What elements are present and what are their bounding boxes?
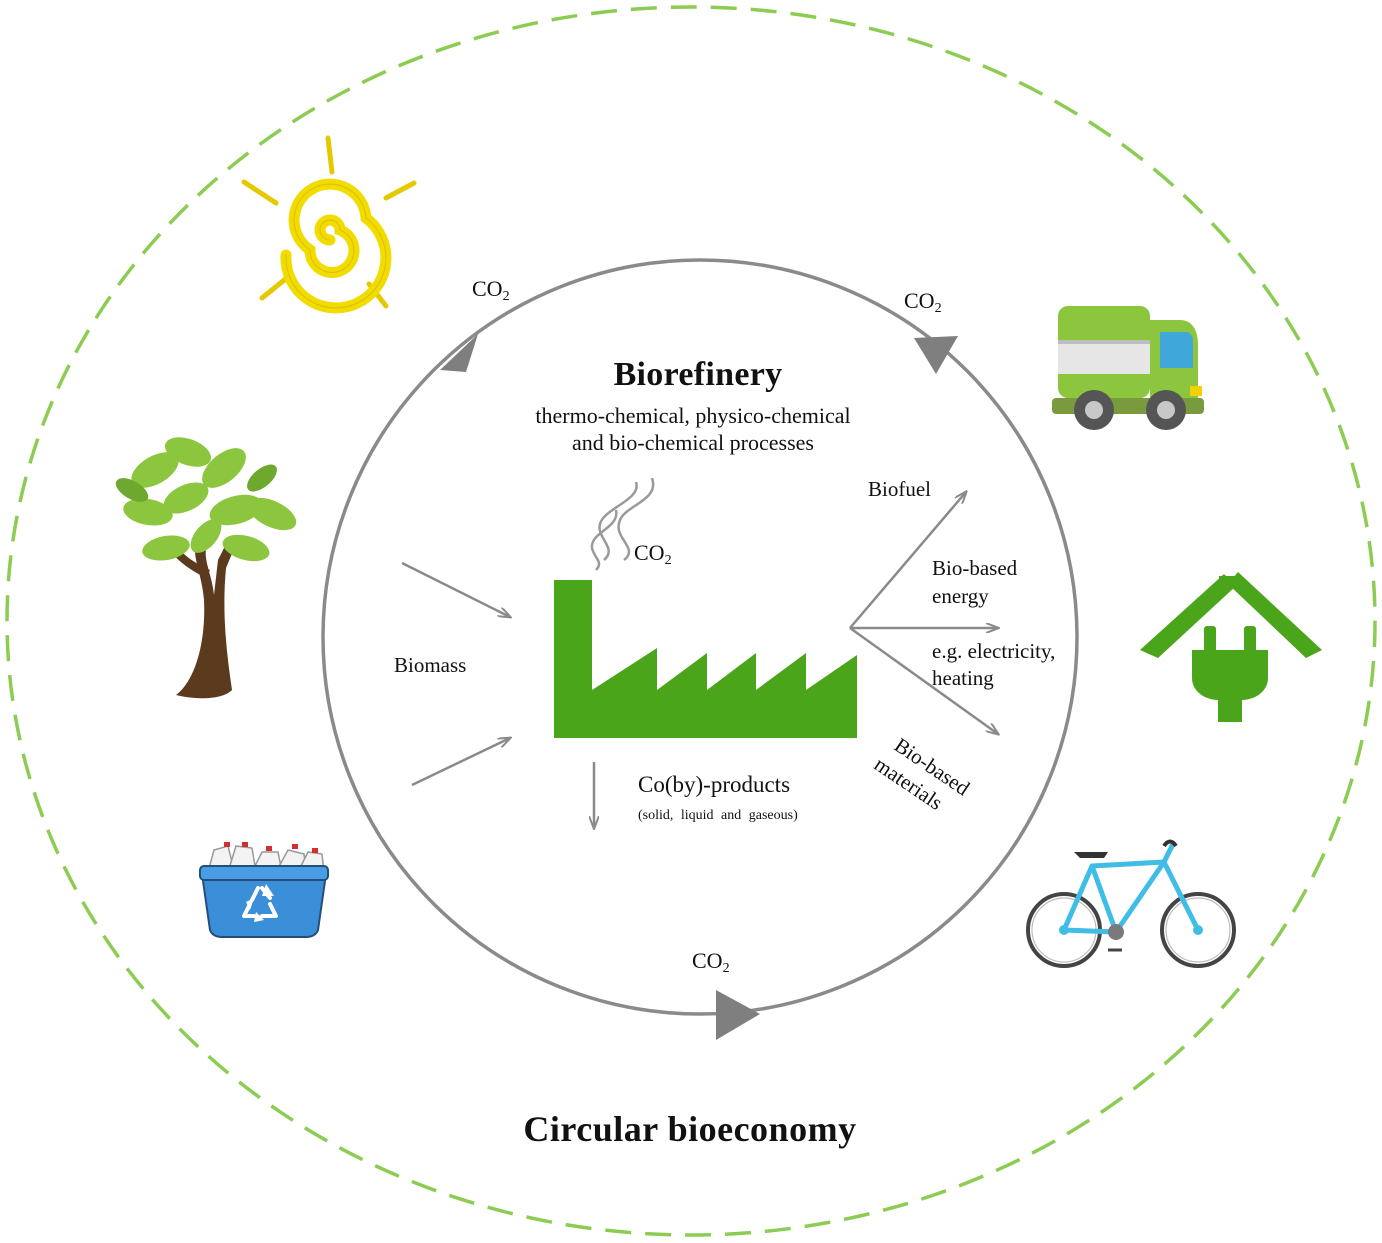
recycle-bin-icon (199, 842, 329, 938)
biofuel-label: Biofuel (868, 477, 931, 501)
smoke-icon (590, 477, 655, 571)
biorefinery-subtitle-line2: and bio-chemical processes (572, 430, 814, 455)
electricity-label-line2: heating (932, 666, 994, 690)
biomass-arrow-lower (411, 738, 510, 787)
truck-icon (1052, 306, 1204, 430)
biorefinery-title: Biorefinery (613, 356, 783, 393)
sun-icon (241, 135, 417, 314)
co2-label-top-right: CO2 (904, 288, 942, 316)
co2-label-top-left: CO2 (472, 276, 510, 304)
co2-label-factory: CO2 (634, 540, 672, 568)
cycle-arrow-bottom (716, 990, 760, 1040)
biorefinery-subtitle-line1: thermo-chemical, physico-chemical (535, 403, 851, 428)
tree-icon (115, 437, 297, 699)
bicycle-icon (1026, 839, 1236, 968)
co2-label-bottom: CO2 (692, 948, 730, 976)
materials-arrow (849, 626, 998, 734)
carbon-cycle-ring (321, 258, 1079, 1016)
outer-dashed-ring (5, 5, 1377, 1237)
biomass-label: Biomass (394, 653, 467, 677)
factory-icon (554, 580, 857, 738)
bio-energy-label-line2: energy (932, 584, 989, 608)
circular-bioeconomy-title: Circular bioeconomy (523, 1109, 857, 1149)
cycle-arrow-top-left (440, 334, 478, 372)
cycle-arrow-top-right (914, 336, 958, 374)
electricity-label-line1: e.g. electricity, (932, 639, 1056, 663)
coproducts-label: Co(by)-products (638, 772, 791, 797)
biofuel-arrow (849, 492, 966, 629)
bio-energy-label-line1: Bio-based (932, 556, 1018, 580)
biomass-arrow-upper (401, 561, 510, 617)
coproducts-detail: (solid, liquid and gaseous) (638, 808, 798, 823)
house-plug-icon (1140, 572, 1322, 722)
